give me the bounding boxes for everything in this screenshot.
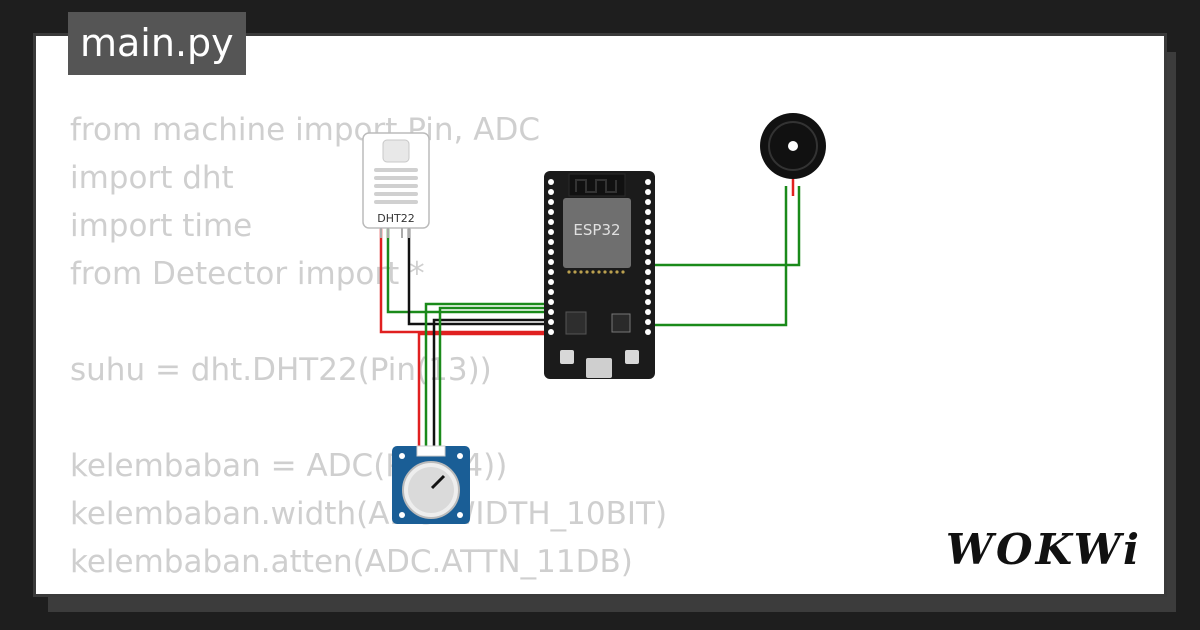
wire-dht-gnd[interactable]: [407, 226, 551, 326]
esp32-board[interactable]: ESP32: [544, 171, 655, 379]
esp32-en-button[interactable]: [560, 350, 574, 364]
wire-pot-black[interactable]: [432, 318, 551, 450]
dht22-label: DHT22: [377, 212, 414, 225]
esp32-usb-port: [586, 358, 612, 378]
wire-buzzer-green-1[interactable]: [648, 186, 801, 267]
esp32-right-pins: [645, 179, 651, 335]
wire-pot-green[interactable]: [424, 302, 551, 450]
wire-dht-data[interactable]: [386, 226, 551, 314]
wokwi-logo: WOKWi: [945, 525, 1142, 574]
wire-pot-green-2[interactable]: [438, 306, 551, 450]
wire-buzzer-green-2[interactable]: [648, 186, 788, 327]
code-line: suhu = dht.DHT22(Pin(13)): [70, 352, 492, 388]
circuit-diagram: DHT22 ESP32: [362, 113, 826, 524]
code-line: kelembaban.atten(ADC.ATTN_11DB): [70, 544, 633, 580]
code-line: from machine import Pin, ADC: [70, 112, 540, 148]
code-line: import dht: [70, 160, 234, 196]
dht22-grille: [374, 168, 418, 204]
code-line: import time: [70, 208, 253, 244]
buzzer[interactable]: [760, 113, 826, 179]
wires: [379, 178, 801, 450]
wire-pot-red[interactable]: [417, 332, 551, 450]
esp32-left-pins: [548, 179, 554, 335]
dht22-sensor[interactable]: DHT22: [362, 132, 430, 238]
pot-knob-indicator: [430, 474, 446, 490]
wire-dht-vcc[interactable]: [379, 226, 551, 334]
potentiometer[interactable]: [392, 445, 470, 524]
esp32-label: ESP32: [573, 221, 620, 239]
esp32-boot-button[interactable]: [625, 350, 639, 364]
preview-card: from machine import Pin, ADC import dht im…: [33, 33, 1167, 597]
code-line: kelembaban.width(ADC.WIDTH_10BIT): [70, 496, 668, 532]
file-tab[interactable]: main.py: [68, 12, 246, 75]
esp32-solder-dots: [567, 270, 625, 274]
